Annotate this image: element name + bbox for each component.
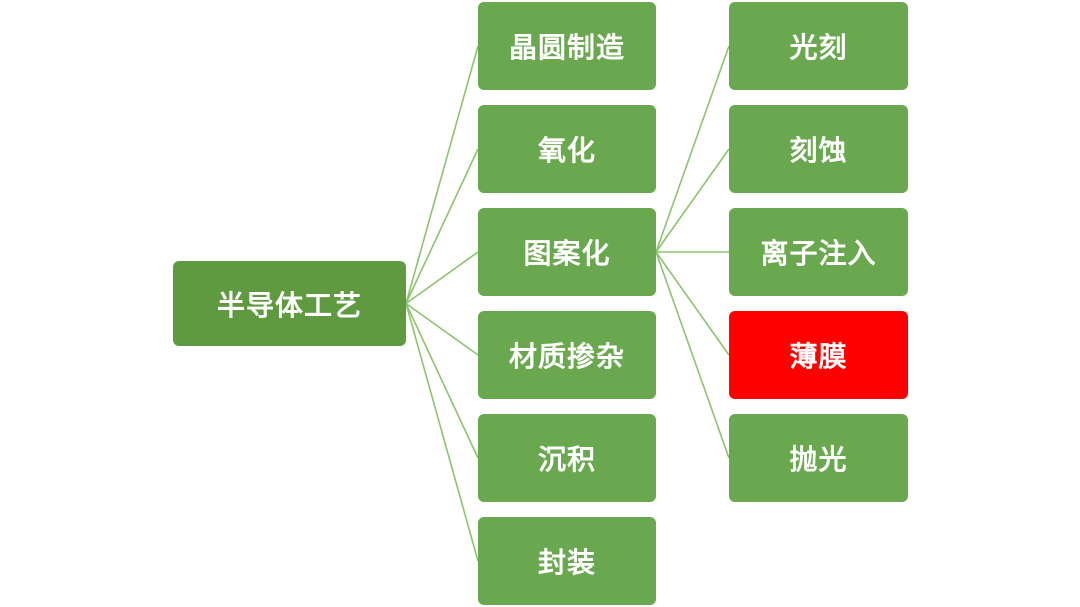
step-node-label: 刻蚀 bbox=[789, 134, 848, 167]
step-node-label: 离子注入 bbox=[760, 237, 877, 270]
step-node-ion-implantation: 离子注入 bbox=[729, 208, 908, 296]
step-node-etching: 刻蚀 bbox=[729, 105, 908, 193]
process-node-label: 封装 bbox=[537, 546, 596, 579]
step-node-thin-film: 薄膜 bbox=[729, 311, 908, 399]
step-node-label: 薄膜 bbox=[789, 340, 848, 373]
connector-root-to-process bbox=[405, 303, 479, 562]
process-node-label: 氧化 bbox=[537, 134, 596, 167]
connector-patterning-to-step bbox=[655, 45, 730, 253]
process-node-label: 沉积 bbox=[537, 443, 596, 476]
process-node-packaging: 封装 bbox=[478, 517, 656, 605]
step-node-lithography: 光刻 bbox=[729, 2, 908, 90]
root-node-semiconductor-process: 半导体工艺 bbox=[173, 261, 406, 346]
process-node-wafer-fabrication: 晶圆制造 bbox=[478, 2, 656, 90]
connector-root-to-process bbox=[405, 302, 479, 356]
connector-root-to-process bbox=[405, 303, 479, 459]
process-node-label: 晶圆制造 bbox=[508, 31, 625, 64]
step-node-label: 光刻 bbox=[789, 31, 848, 64]
connector-patterning-to-step bbox=[655, 251, 730, 356]
process-node-deposition: 沉积 bbox=[478, 414, 656, 502]
process-node-label: 材质掺杂 bbox=[508, 340, 625, 373]
connector-root-to-process bbox=[405, 148, 479, 304]
process-node-patterning: 图案化 bbox=[478, 208, 656, 296]
step-node-polishing: 抛光 bbox=[729, 414, 908, 502]
process-node-doping: 材质掺杂 bbox=[478, 311, 656, 399]
process-node-label: 图案化 bbox=[523, 237, 611, 270]
connector-patterning-to-step bbox=[655, 251, 730, 459]
root-node-label: 半导体工艺 bbox=[216, 288, 362, 322]
process-node-oxidation: 氧化 bbox=[478, 105, 656, 193]
connector-root-to-process bbox=[405, 251, 479, 305]
step-node-label: 抛光 bbox=[789, 443, 848, 476]
connector-patterning-to-step bbox=[655, 148, 730, 253]
connector-root-to-process bbox=[405, 45, 479, 304]
